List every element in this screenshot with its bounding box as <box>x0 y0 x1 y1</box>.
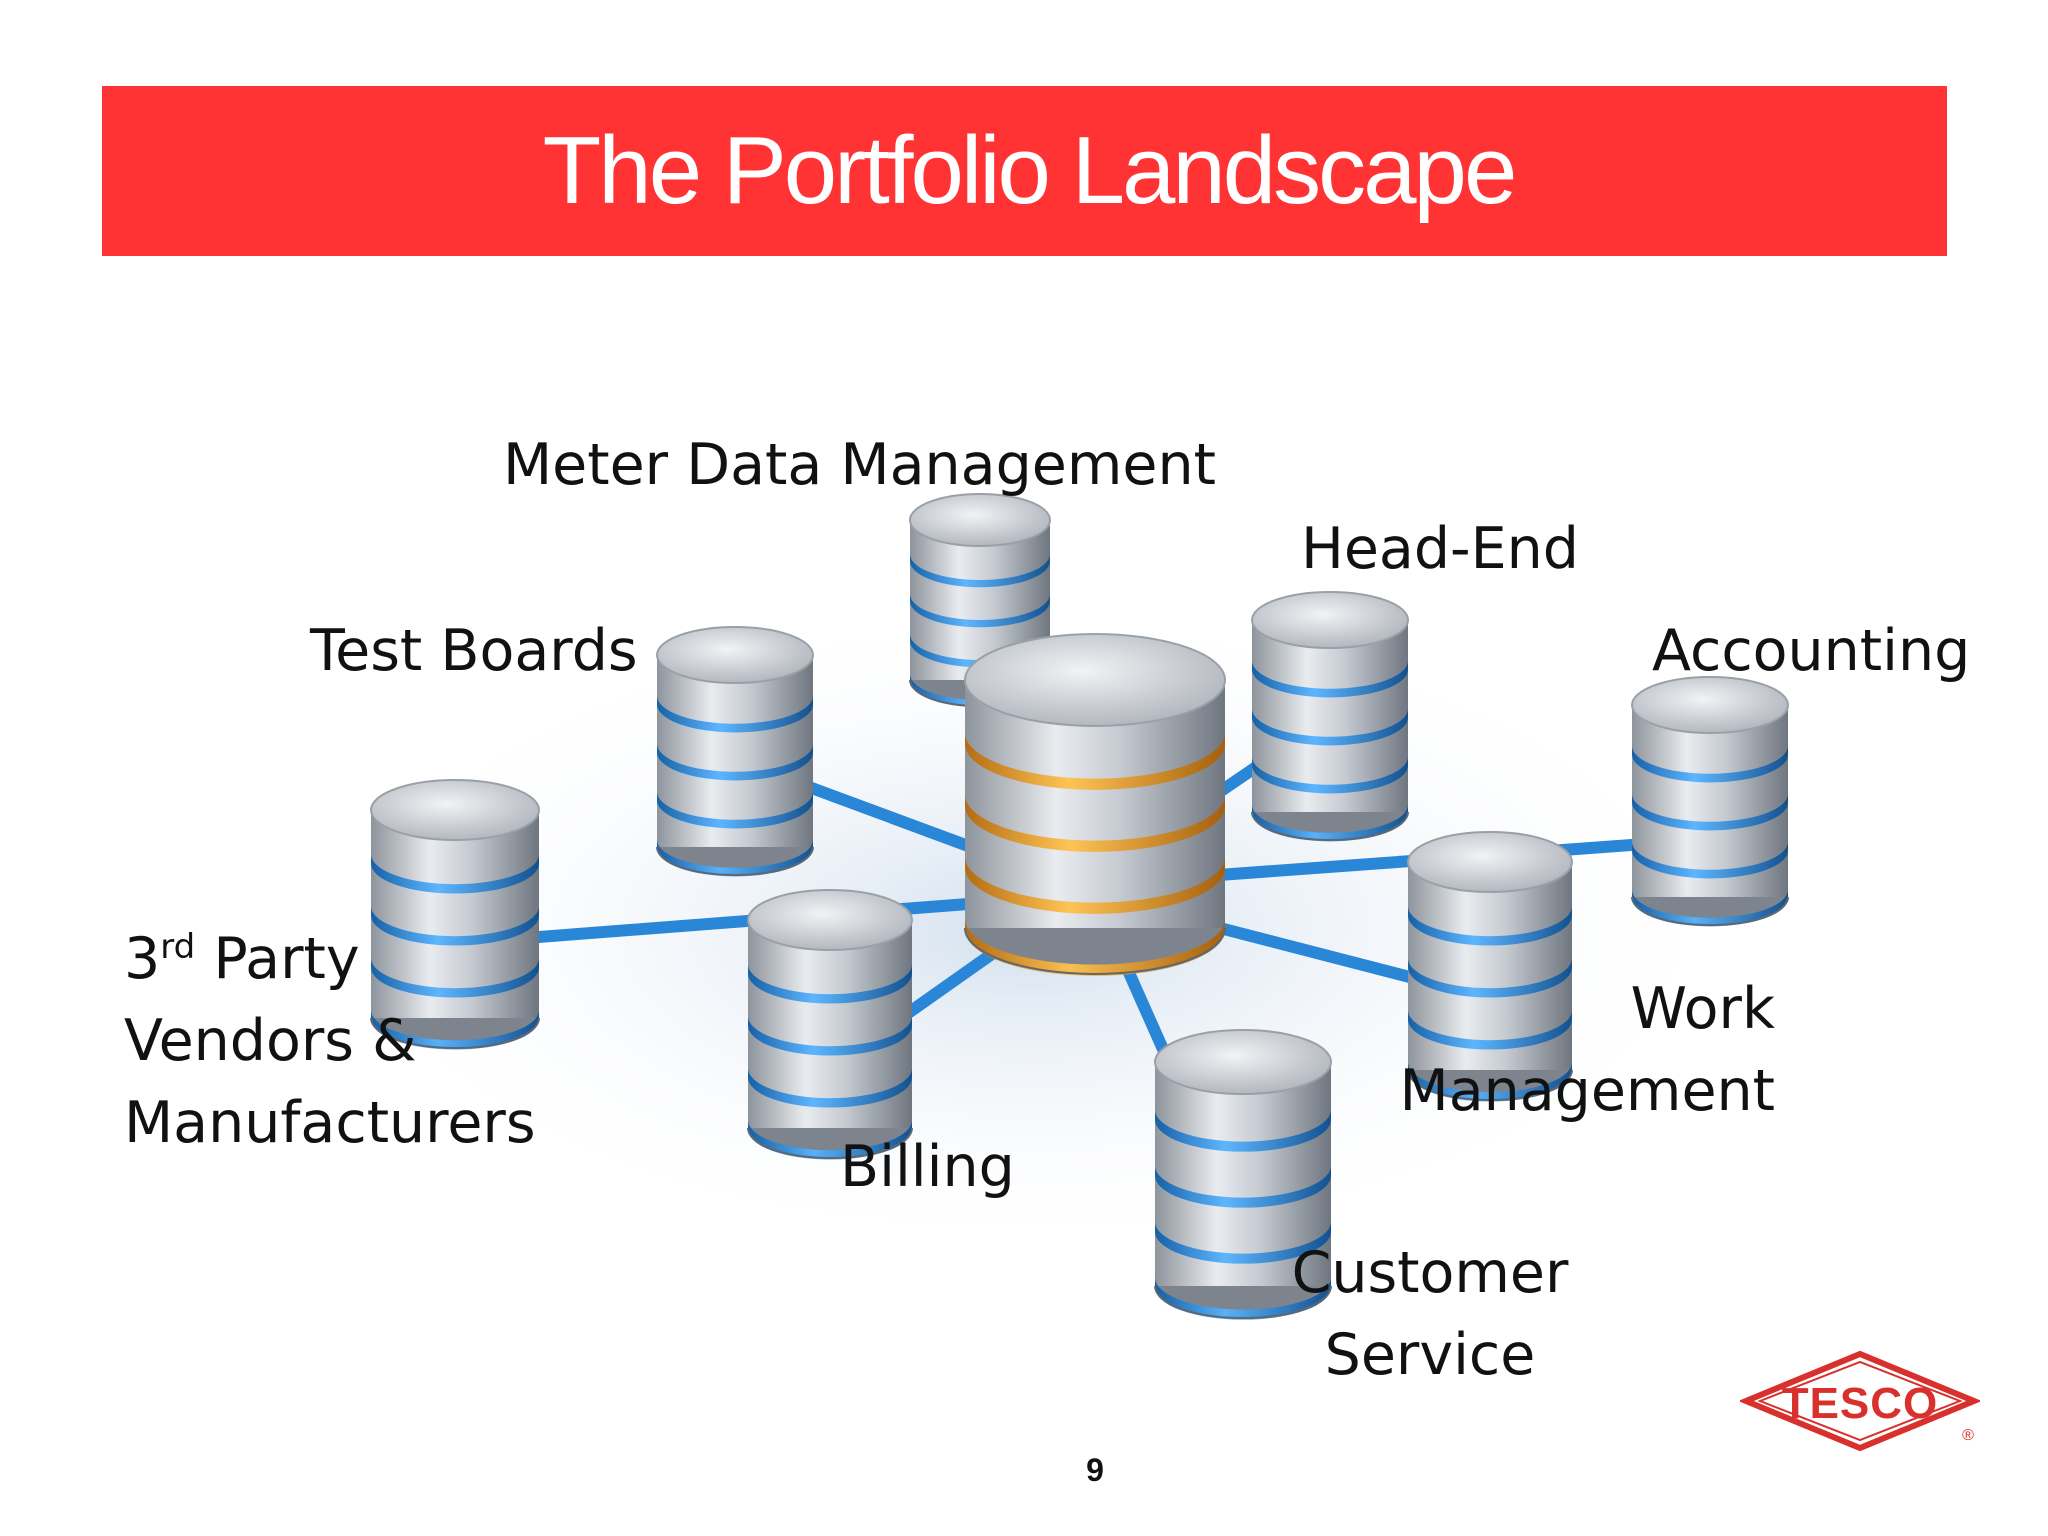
label-work-management: Work Management <box>1399 976 1775 1124</box>
title-bar: The Portfolio Landscape <box>102 86 1947 256</box>
label-customer-service: Customer Service <box>1291 1240 1569 1388</box>
database-head-end <box>1251 591 1409 842</box>
label-billing: Billing <box>840 1134 1015 1200</box>
label-test-boards: Test Boards <box>310 618 638 684</box>
database-billing <box>747 889 913 1160</box>
database-central-hub <box>964 633 1226 976</box>
label-accounting: Accounting <box>1652 618 1971 684</box>
database-customer-service <box>1154 1029 1332 1320</box>
label-third-party: 3rd Party Vendors & Manufacturers <box>124 926 536 1156</box>
label-head-end: Head-End <box>1301 516 1579 582</box>
database-test-boards <box>656 626 814 877</box>
database-accounting <box>1631 676 1789 927</box>
tesco-logo: TESCO ® <box>1740 1350 1980 1452</box>
page-number: 9 <box>1086 1452 1104 1488</box>
database-work-management <box>1407 831 1573 1102</box>
logo-text: TESCO <box>1782 1379 1939 1428</box>
database-third-party <box>370 779 540 1050</box>
label-meter-data-management: Meter Data Management <box>503 432 1216 498</box>
slide-title: The Portfolio Landscape <box>542 117 1518 224</box>
registered-mark: ® <box>1962 1427 1974 1444</box>
